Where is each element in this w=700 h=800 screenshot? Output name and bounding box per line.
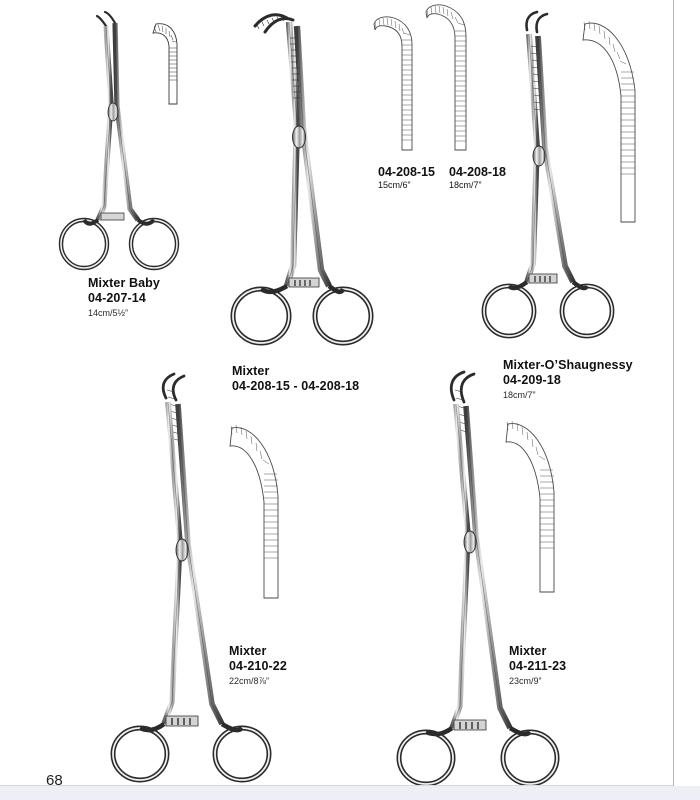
caption-mixter-22: Mixter 04-210-22 22cm/8⅞” bbox=[229, 644, 287, 686]
instrument-name: Mixter bbox=[229, 644, 267, 658]
instrument-figure-mixter-22 bbox=[96, 372, 296, 783]
jaw-detail-inset bbox=[582, 20, 636, 223]
instrument-code: 04-211-23 bbox=[509, 659, 567, 674]
instrument-code: 04-207-14 bbox=[88, 291, 146, 306]
page-footer-band bbox=[0, 786, 700, 800]
page-number: 68 bbox=[46, 772, 63, 789]
instrument-size: 23cm/9” bbox=[509, 675, 542, 686]
jaw-detail-15 bbox=[373, 16, 413, 151]
instrument-code: 04-208-15 - 04-208-18 bbox=[232, 379, 360, 394]
instrument-size: 18cm/7” bbox=[449, 180, 482, 190]
caption-mixter-baby: Mixter Baby 04-207-14 14cm/5½” bbox=[88, 276, 160, 318]
instrument-size: 14cm/5½” bbox=[88, 307, 129, 318]
caption-mixter-oshaugnessy: Mixter-O’Shaugnessy 04-209-18 18cm/7” bbox=[503, 358, 633, 400]
jaw-code-18: 04-208-18 18cm/7” bbox=[449, 165, 506, 190]
instrument-figure-mixter-baby bbox=[58, 6, 198, 281]
instrument-figure-mixter bbox=[205, 4, 374, 349]
jaw-detail-pair bbox=[366, 4, 516, 154]
jaw-detail-inset bbox=[229, 424, 279, 599]
jaw-detail-inset bbox=[505, 420, 555, 593]
instrument-size: 22cm/8⅞” bbox=[229, 675, 270, 686]
caption-mixter-23: Mixter 04-211-23 23cm/9” bbox=[509, 644, 566, 686]
instrument-code: 04-208-18 bbox=[449, 165, 506, 179]
caption-mixter: Mixter 04-208-15 - 04-208-18 bbox=[232, 364, 359, 395]
jaw-detail-18 bbox=[425, 4, 467, 151]
instrument-size: 15cm/6” bbox=[378, 180, 411, 190]
instrument-name: Mixter-O’Shaugnessy bbox=[503, 358, 633, 372]
instrument-name: Mixter Baby bbox=[88, 276, 160, 290]
jaw-code-15: 04-208-15 15cm/6” bbox=[378, 165, 435, 190]
page-footer-rule bbox=[0, 785, 673, 786]
instrument-code: 04-208-15 bbox=[378, 165, 435, 179]
instrument-code: 04-210-22 bbox=[229, 659, 287, 674]
instrument-figure-mixter-oshaugnessy bbox=[481, 6, 667, 346]
instrument-figure-mixter-23 bbox=[378, 370, 578, 787]
instrument-size: 18cm/7” bbox=[503, 389, 536, 400]
instrument-code: 04-209-18 bbox=[503, 373, 561, 388]
instrument-name: Mixter bbox=[509, 644, 547, 658]
instrument-name: Mixter bbox=[232, 364, 270, 378]
jaw-detail-pair-codes: 04-208-15 15cm/6” 04-208-18 18cm/7” bbox=[378, 165, 506, 190]
jaw-detail-inset bbox=[152, 23, 178, 105]
page-margin-rule bbox=[673, 0, 674, 800]
